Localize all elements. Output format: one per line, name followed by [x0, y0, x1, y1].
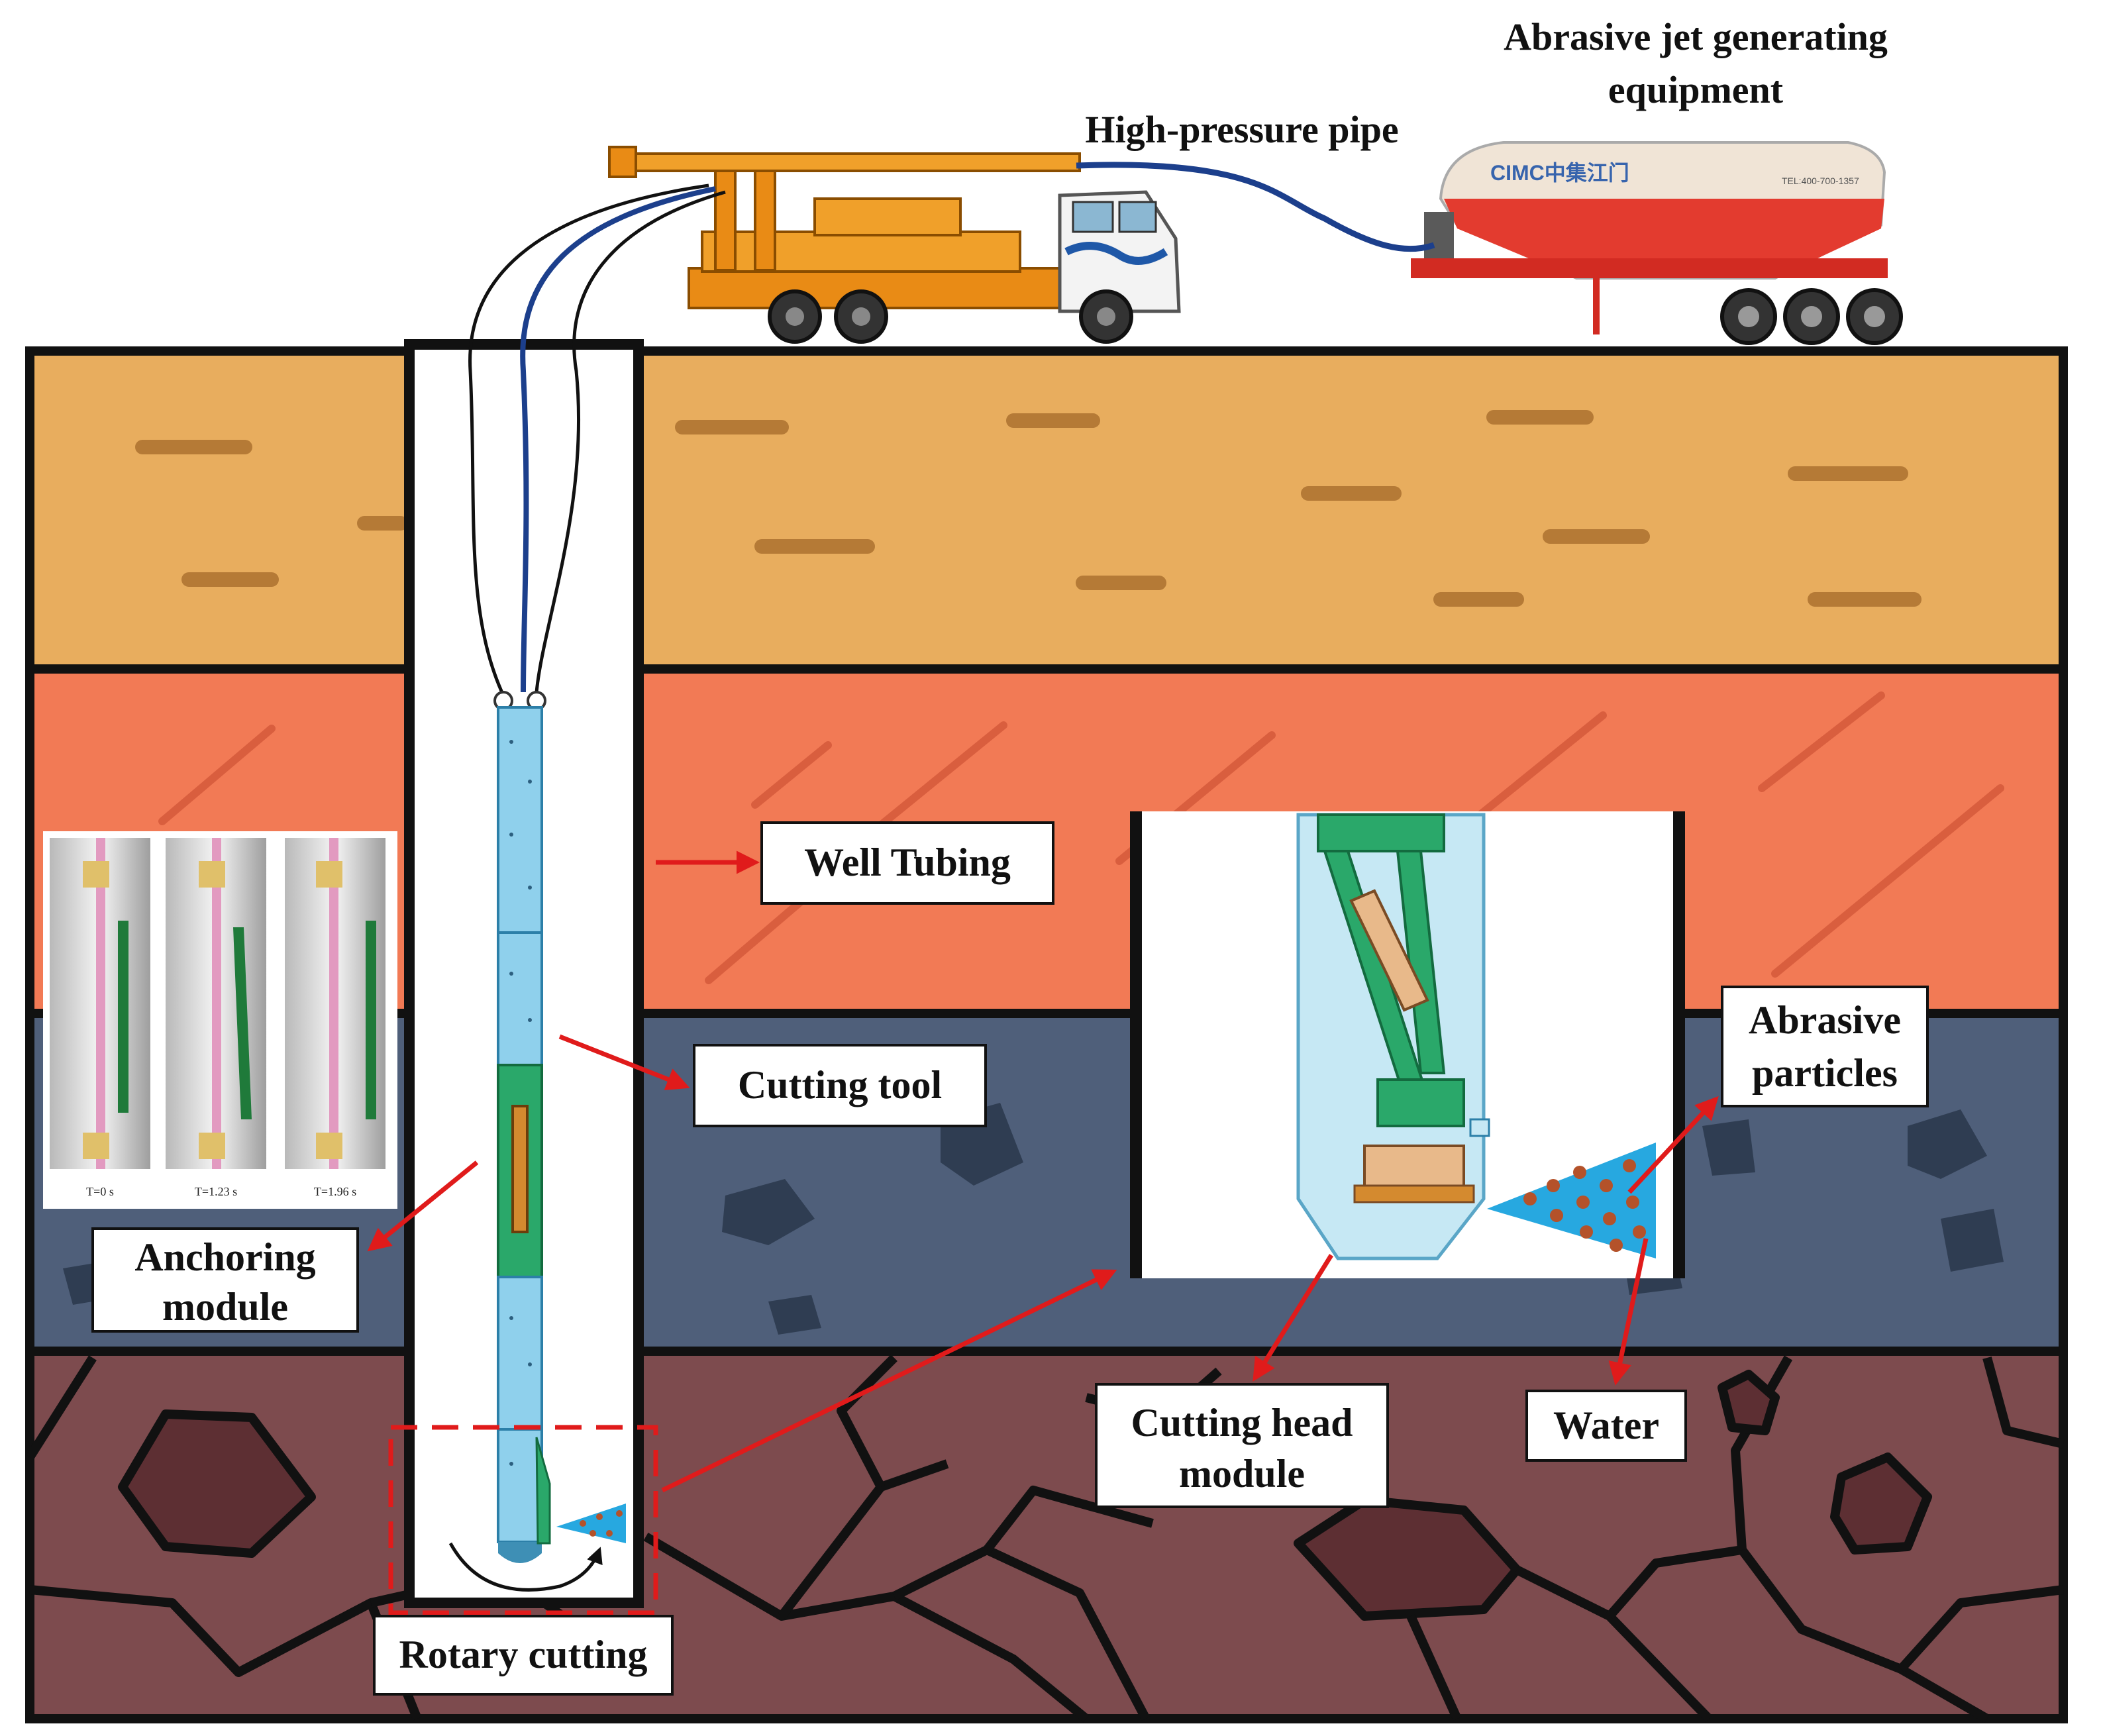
label-rotary-cutting: Rotary cutting — [373, 1615, 674, 1696]
arrow-inset-link — [661, 1269, 1117, 1493]
label-text-well-tubing: Well Tubing — [804, 841, 1011, 884]
anchoring-inset: T=0 s T=1.23 s T=1.96 s — [43, 831, 397, 1209]
label-text-abrasive-1: Abrasive — [1749, 998, 1901, 1042]
high-pressure-pipe — [1076, 162, 1435, 252]
bedrock-texture — [26, 1354, 2065, 1723]
label-abrasive-equipment-2: equipment — [1608, 68, 1784, 111]
sand-layer — [25, 346, 2068, 674]
label-anchoring-module: Anchoring module — [91, 1227, 359, 1333]
label-high-pressure-pipe: High-pressure pipe — [1085, 108, 1398, 151]
label-text-cutting-head-1: Cutting head — [1131, 1401, 1353, 1445]
arrow-abrasive-particles — [1627, 1096, 1719, 1194]
label-abrasive-equipment-1: Abrasive jet generating — [1504, 15, 1888, 58]
anchoring-time-1: T=1.23 s — [195, 1185, 237, 1198]
tanker-trailer: CIMC中集江门 TEL:400-700-1357 — [1411, 141, 1903, 345]
label-text-water: Water — [1553, 1404, 1659, 1447]
small-jet — [556, 1504, 626, 1543]
label-cutting-head-module: Cutting head module — [1095, 1383, 1389, 1508]
arrow-water — [1608, 1238, 1649, 1386]
sand-texture — [135, 410, 1922, 607]
arrow-anchoring — [367, 1160, 479, 1252]
label-text-anchoring-1: Anchoring — [134, 1235, 315, 1279]
tanker-brand: CIMC中集江门 — [1490, 161, 1629, 185]
anchoring-frame-3 — [285, 838, 385, 1169]
arrow-cutting-tool — [558, 1034, 690, 1090]
rock-texture — [63, 1103, 2004, 1335]
label-abrasive-particles: Abrasive particles — [1721, 986, 1929, 1107]
leader-arrows — [367, 850, 1719, 1493]
label-text-rotary-cutting: Rotary cutting — [399, 1633, 648, 1676]
anchoring-frame-1 — [50, 838, 150, 1169]
anchoring-time-2: T=1.96 s — [314, 1185, 356, 1198]
anchoring-time-0: T=0 s — [86, 1185, 114, 1198]
anchoring-frame-2 — [166, 838, 266, 1169]
abrasive-jet — [1487, 1143, 1656, 1258]
label-cutting-tool: Cutting tool — [693, 1044, 987, 1127]
rotation-arrow — [448, 1542, 603, 1592]
label-text-abrasive-2: particles — [1752, 1051, 1898, 1095]
label-water: Water — [1525, 1390, 1687, 1462]
cutting-tool — [493, 691, 551, 1563]
umbilical-hoses — [468, 183, 726, 697]
rotary-cutting-highlight — [388, 1425, 658, 1615]
label-text-cutting-head-2: module — [1179, 1452, 1305, 1496]
arrow-cutting-head — [1253, 1254, 1333, 1382]
drilling-truck — [608, 146, 1181, 344]
label-text-cutting-tool: Cutting tool — [738, 1063, 942, 1107]
tanker-phone: TEL:400-700-1357 — [1782, 176, 1859, 186]
label-well-tubing: Well Tubing — [760, 821, 1054, 905]
label-text-anchoring-2: module — [162, 1285, 288, 1329]
